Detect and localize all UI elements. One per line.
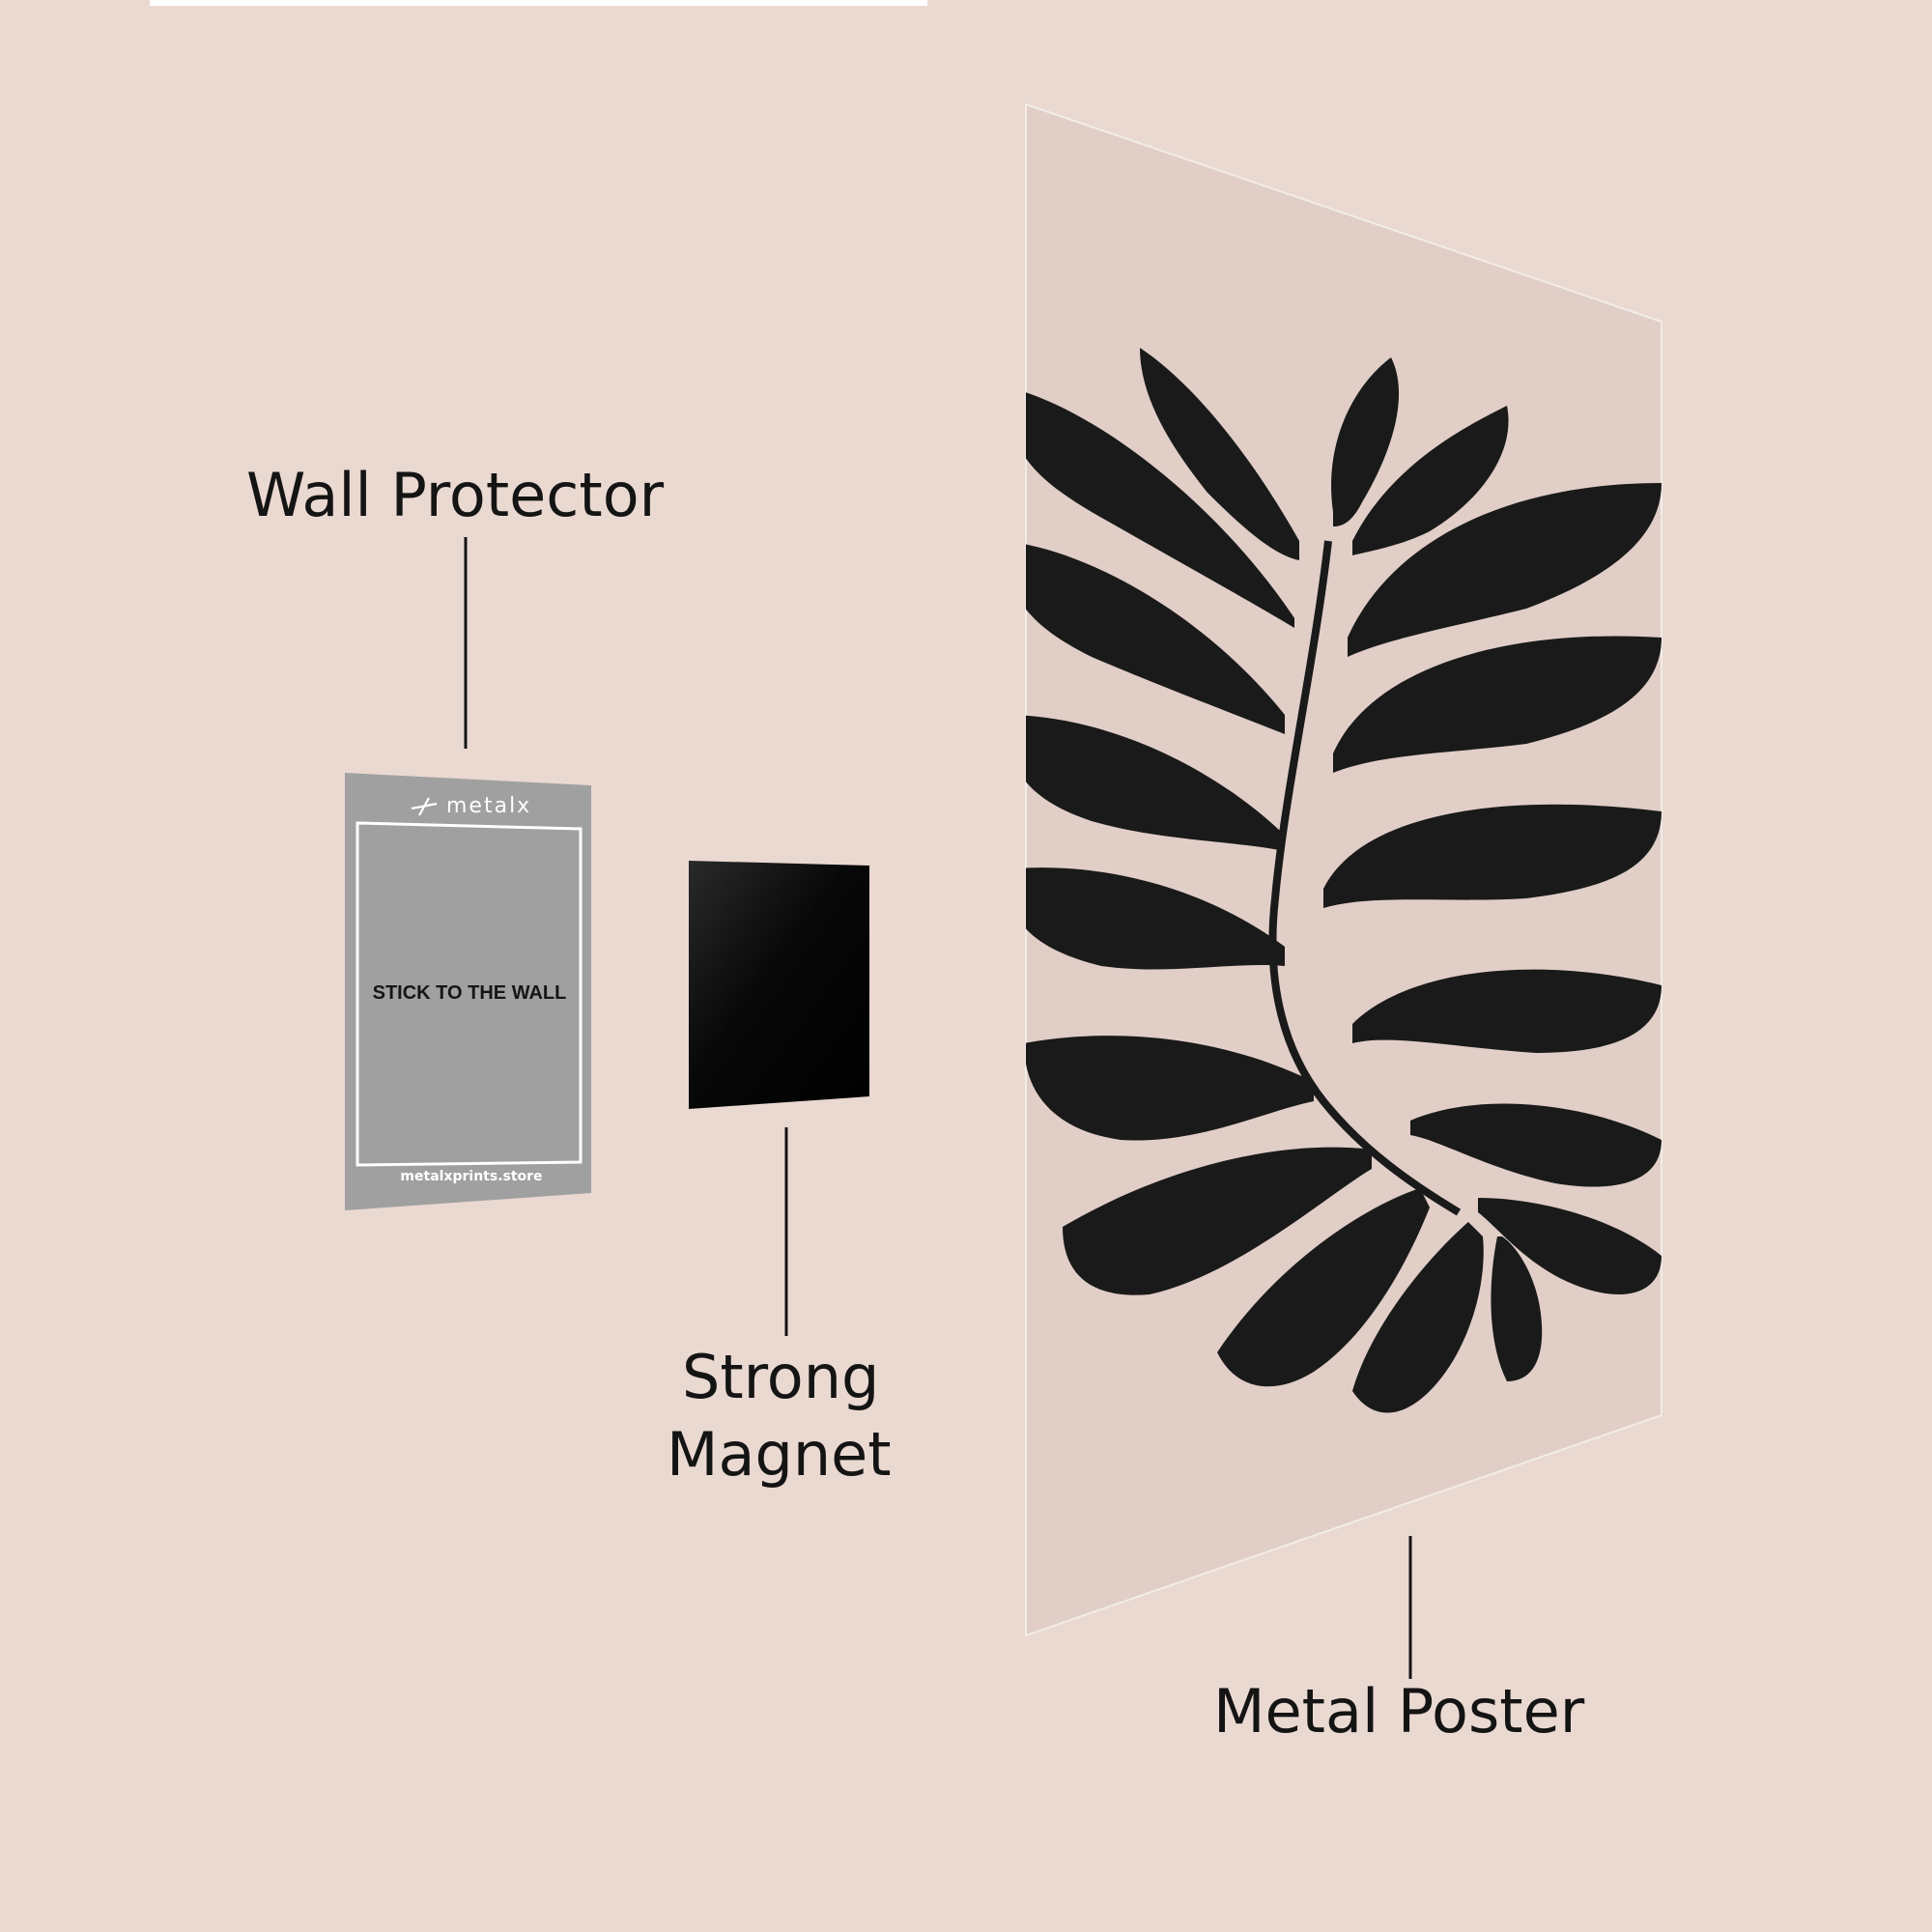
strong-magnet	[689, 861, 869, 1109]
wall-protector-card: metalx STICK TO THE WALL metalxprints.st…	[345, 773, 591, 1210]
leaf-shape	[1063, 1147, 1372, 1295]
wall-protector-panel	[345, 773, 591, 1210]
leaf-shape	[1352, 969, 1662, 1053]
wall-protector-brand: metalx	[446, 794, 531, 818]
leaf-shape	[1352, 1222, 1484, 1413]
leaf-shape	[1026, 867, 1285, 970]
leaf-shape	[1026, 715, 1280, 850]
leaf-shape	[1333, 636, 1662, 773]
stick-to-wall-text: STICK TO THE WALL	[373, 982, 567, 1004]
leaf-artwork	[1026, 348, 1662, 1413]
leaf-shape	[1478, 1198, 1662, 1294]
leaf-shape	[1348, 483, 1662, 657]
leaf-shape	[1352, 406, 1509, 555]
wall-protector-inner-border	[355, 821, 582, 1167]
metal-poster-label: Metal Poster	[1213, 1676, 1585, 1747]
leaf-shape	[1410, 1103, 1662, 1187]
leaf-shape	[1491, 1236, 1543, 1381]
leaf-shape	[1217, 1188, 1430, 1387]
leaf-stem	[1268, 540, 1462, 1216]
leaf-shape	[1026, 541, 1285, 734]
leaf-shape	[1026, 386, 1294, 628]
metal-poster	[1025, 102, 1662, 1637]
leaf-shape	[1026, 1036, 1314, 1141]
leaf-shape	[1323, 804, 1662, 908]
wall-protector-website: metalxprints.store	[400, 1169, 542, 1184]
wall-protector-label: Wall Protector	[246, 460, 665, 530]
leaf-shape	[1331, 357, 1400, 526]
leaf-shape	[1140, 348, 1299, 560]
strong-magnet-label-line2: Magnet	[667, 1419, 892, 1490]
top-edge-strip	[150, 0, 927, 6]
strong-magnet-label-line1: Strong	[682, 1342, 880, 1412]
metalx-logo-icon	[411, 797, 438, 816]
